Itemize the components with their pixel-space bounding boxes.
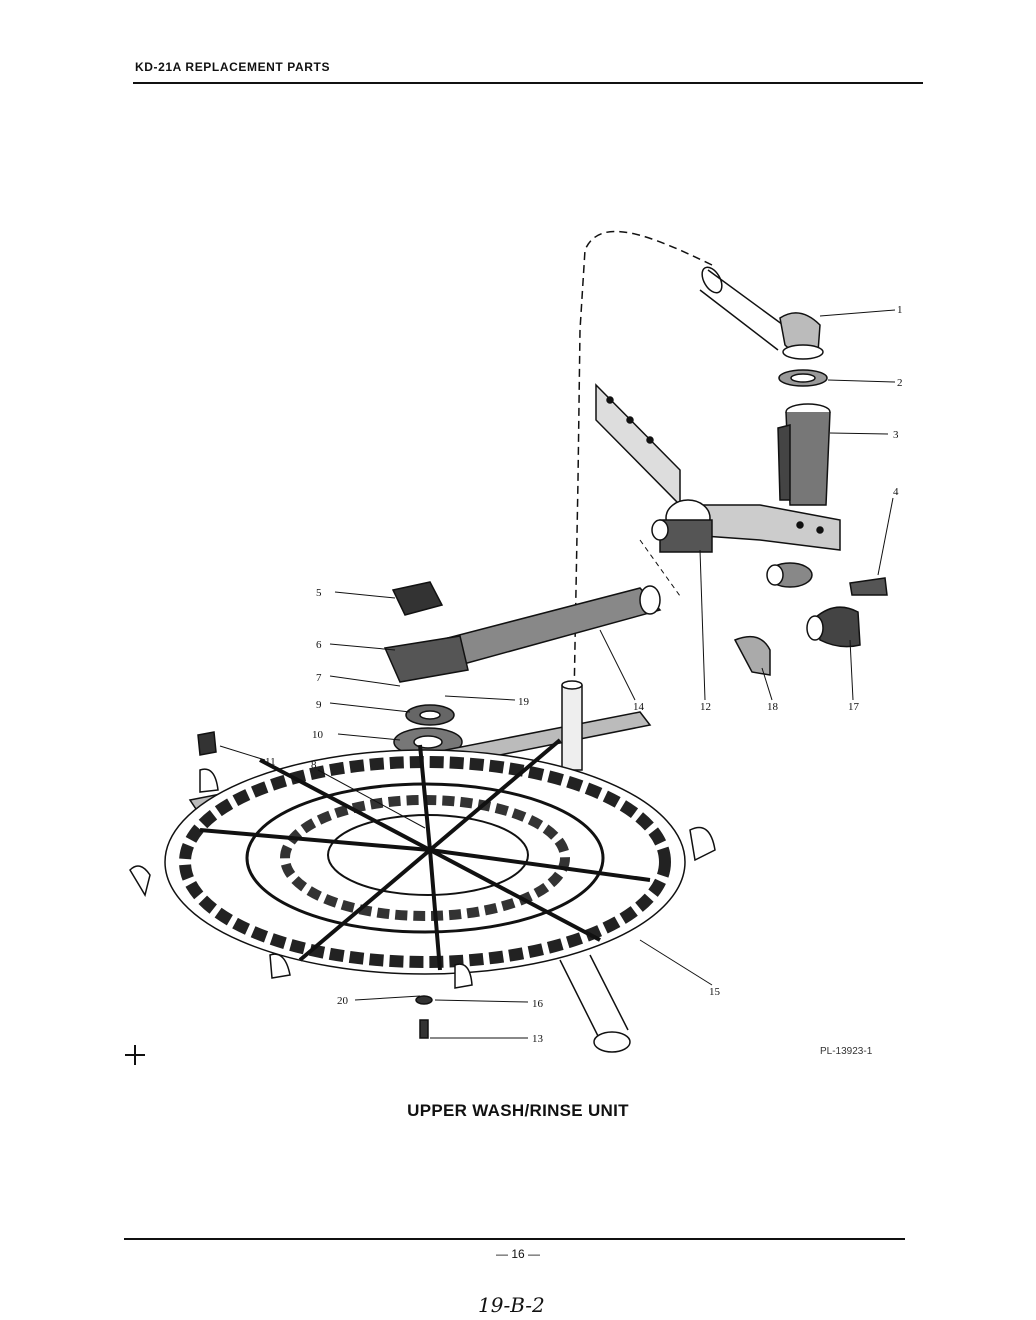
leader-lines: [219, 309, 896, 1039]
callout-18: 18: [767, 701, 779, 713]
callout-3: 3: [893, 429, 899, 441]
manifold-fitting: [651, 499, 713, 553]
registration-crosshair: [125, 1045, 145, 1065]
elbow-fitting: [779, 312, 824, 360]
diagram-caption: UPPER WASH/RINSE UNIT: [407, 1101, 629, 1120]
connector-fittings: [733, 562, 888, 676]
callout-16: 16: [532, 998, 544, 1010]
screw: [419, 1019, 429, 1039]
callout-20: 20: [337, 995, 349, 1007]
callout-7: 7: [316, 672, 322, 684]
footer-rule: [124, 1238, 905, 1240]
callout-17: 17: [848, 701, 860, 713]
callout-15: 15: [709, 986, 721, 998]
callout-14: 14: [633, 701, 645, 713]
callout-6: 6: [316, 639, 322, 651]
vertical-post: [561, 685, 583, 771]
hub-assembly: [383, 635, 469, 683]
callout-9: 9: [316, 699, 322, 711]
rack-clip: [197, 731, 217, 756]
upper-spray-arm: [438, 585, 662, 666]
callout-13: 13: [532, 1033, 544, 1045]
rack-wheel: [129, 738, 716, 989]
page-number: — 16 —: [495, 1247, 540, 1261]
lower-supply-tube: [559, 954, 629, 1041]
supply-tube: [699, 269, 791, 351]
handwritten-note: 19-B-2: [478, 1293, 545, 1317]
header-rule: [133, 82, 923, 84]
dashed-routing-line: [573, 230, 713, 701]
callout-2: 2: [897, 377, 903, 389]
page-header-title: KD-21A REPLACEMENT PARTS: [135, 60, 331, 74]
callout-12: 12: [700, 701, 711, 713]
callout-4: 4: [893, 486, 899, 498]
callout-10: 10: [312, 729, 324, 741]
clip-part: [391, 581, 444, 616]
plate-number: PL-13923-1: [820, 1046, 873, 1057]
callout-11: 11: [265, 756, 276, 768]
vertical-tube: [777, 403, 831, 506]
callout-1: 1: [897, 304, 903, 316]
callout-labels: 1 2 3 4 5 6 7 8 9 10 11 12 13 14 15 16 1…: [265, 304, 903, 1045]
washer: [415, 995, 433, 1005]
callout-8: 8: [311, 759, 317, 771]
callout-19: 19: [518, 696, 530, 708]
callout-5: 5: [316, 587, 322, 599]
